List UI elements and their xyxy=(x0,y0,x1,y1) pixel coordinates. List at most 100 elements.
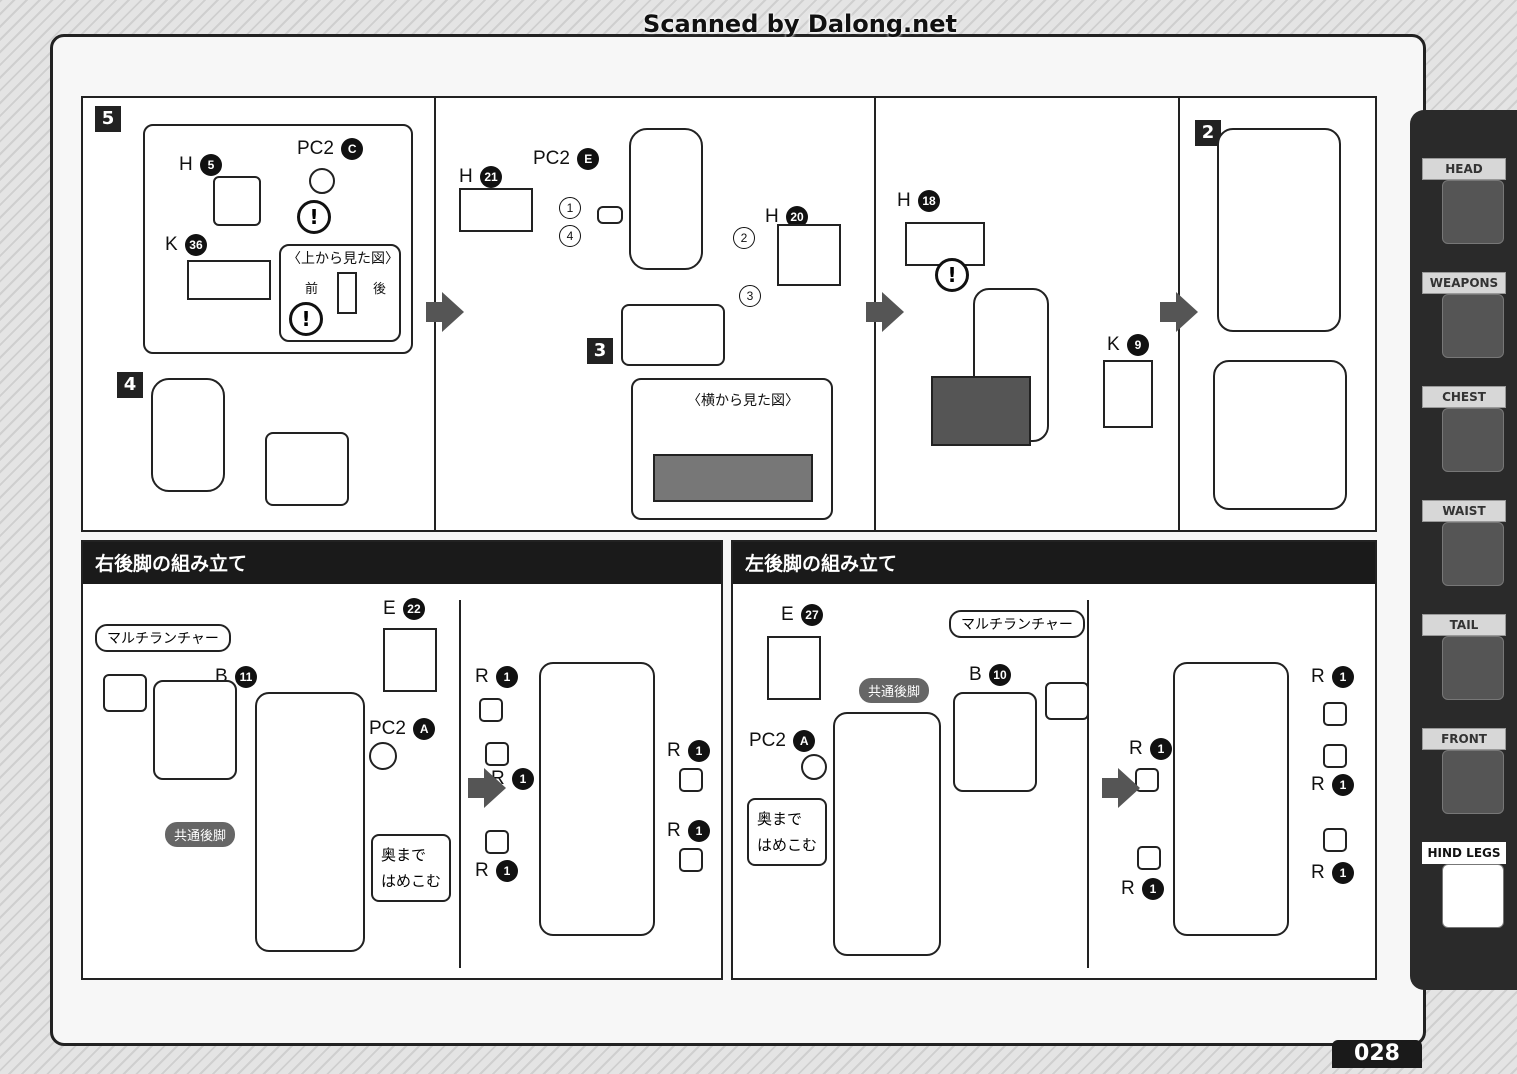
weapons-thumbnail-icon xyxy=(1442,294,1504,358)
chest-thumbnail-icon xyxy=(1442,408,1504,472)
hind-leg-drawing xyxy=(255,692,365,952)
nav-item-tail[interactable]: TAIL xyxy=(1422,614,1508,704)
warning-icon: ! xyxy=(297,200,331,234)
part-k36-drawing xyxy=(187,260,271,300)
page-number: 028 xyxy=(1332,1040,1422,1068)
arrow-right-icon xyxy=(866,292,904,332)
part-label-r1: R 1 xyxy=(667,820,711,842)
multi-launcher-tag: マルチランチャー xyxy=(95,624,231,652)
part-label-k36: K 36 xyxy=(165,234,207,256)
upper-body-drawing xyxy=(1217,128,1341,332)
step-number-2: 2 xyxy=(1195,120,1221,146)
part-h21-drawing xyxy=(459,188,533,232)
step-number-3: 3 xyxy=(587,338,613,364)
part-label-e22: E 22 xyxy=(383,598,425,620)
hip-block-drawing xyxy=(621,304,725,366)
part-label-pc2a: PC2 A xyxy=(749,730,816,752)
part-label-pc2a: PC2 A xyxy=(369,718,436,740)
sequence-1: 1 xyxy=(559,196,581,219)
sequence-3: 3 xyxy=(739,284,761,307)
part-label-r1: R 1 xyxy=(475,666,519,688)
part-label-r1: R 1 xyxy=(1129,738,1173,760)
part-r1-drawing xyxy=(485,742,509,766)
nav-item-hind-legs[interactable]: HIND LEGS xyxy=(1422,842,1508,932)
section-title: 右後脚の組み立て xyxy=(83,542,721,584)
front-legs-thumbnail-icon xyxy=(1442,750,1504,814)
step-number-5: 5 xyxy=(95,106,121,132)
section-title: 左後脚の組み立て xyxy=(733,542,1375,584)
multi-launcher-tag: マルチランチャー xyxy=(949,610,1085,638)
part-e22-drawing xyxy=(383,628,437,692)
warning-icon: ! xyxy=(935,258,969,292)
joint-assembly-drawing xyxy=(265,432,349,506)
part-b11-drawing xyxy=(153,680,237,780)
waist-thumbnail-icon xyxy=(1442,522,1504,586)
part-r1-drawing xyxy=(679,848,703,872)
assembled-leg-drawing xyxy=(1173,662,1289,936)
arrow-right-icon xyxy=(468,768,506,808)
head-thumbnail-icon xyxy=(1442,180,1504,244)
part-r1-drawing xyxy=(479,698,503,722)
part-label-r1: R 1 xyxy=(1121,878,1165,900)
part-label-pc2e: PC2 E xyxy=(533,148,600,170)
step-number-4: 4 xyxy=(117,372,143,398)
divider xyxy=(1087,600,1089,968)
multi-launcher-drawing xyxy=(103,674,147,712)
divider xyxy=(459,600,461,968)
nav-item-chest[interactable]: CHEST xyxy=(1422,386,1508,476)
part-pc2e-drawing xyxy=(597,206,623,224)
hip-block-drawing xyxy=(931,376,1031,446)
part-r1-drawing xyxy=(1323,828,1347,852)
tail-thumbnail-icon xyxy=(1442,636,1504,700)
part-h20-drawing xyxy=(777,224,841,286)
lower-body-drawing xyxy=(1213,360,1347,510)
part-label-r1: R 1 xyxy=(1311,862,1355,884)
push-in-note: 奥まではめこむ xyxy=(747,798,828,866)
part-label-r1: R 1 xyxy=(1311,774,1355,796)
part-label-pc2c: PC2 C xyxy=(297,138,364,160)
part-b10-drawing xyxy=(953,692,1037,792)
common-leg-tag: 共通後脚 xyxy=(165,822,236,847)
part-e27-drawing xyxy=(767,636,821,700)
common-leg-tag: 共通後脚 xyxy=(859,678,930,703)
hind-leg-drawing xyxy=(833,712,941,956)
nav-item-weapons[interactable]: WEAPONS xyxy=(1422,272,1508,362)
front-label: 前 xyxy=(305,281,319,296)
nav-item-front-legs[interactable]: FRONT LEGS xyxy=(1422,728,1508,818)
sequence-2: 2 xyxy=(733,226,755,249)
nav-item-head[interactable]: HEAD xyxy=(1422,158,1508,248)
part-pc2c-drawing xyxy=(309,168,335,194)
part-label-r1: R 1 xyxy=(475,860,519,882)
part-r1-drawing xyxy=(1323,702,1347,726)
nav-item-waist[interactable]: WAIST xyxy=(1422,500,1508,590)
part-label-h21: H 21 xyxy=(459,166,503,188)
push-in-note: 奥まではめこむ xyxy=(371,834,452,902)
part-label-k9: K 9 xyxy=(1107,334,1149,356)
part-k9-drawing xyxy=(1103,360,1153,428)
torso-assembly-drawing xyxy=(151,378,225,492)
part-label-h5: H 5 xyxy=(179,154,223,176)
part-pc2a-drawing xyxy=(369,742,397,770)
part-r1-drawing xyxy=(1323,744,1347,768)
part-r1-drawing xyxy=(485,830,509,854)
part-label-e27: E 27 xyxy=(781,604,823,626)
part-r1-drawing xyxy=(679,768,703,792)
right-hind-leg-panel: 右後脚の組み立て マルチランチャー B 11 E 22 PC2 A 共通後脚 奥… xyxy=(81,540,723,980)
multi-launcher-drawing xyxy=(1045,682,1089,720)
part-label-r1: R 1 xyxy=(667,740,711,762)
part-label-b10: B 10 xyxy=(969,664,1011,686)
top-view-part xyxy=(337,272,357,314)
part-r1-drawing xyxy=(1137,846,1161,870)
part-pc2a-drawing xyxy=(801,754,827,780)
warning-icon: ! xyxy=(289,302,323,336)
hind-legs-thumbnail-icon xyxy=(1442,864,1504,928)
top-view-title: 〈上から見た図〉 xyxy=(287,250,399,266)
watermark: Scanned by Dalong.net xyxy=(643,10,957,38)
arrow-right-icon xyxy=(426,292,464,332)
part-label-h20: H 20 xyxy=(765,206,809,228)
arrow-right-icon xyxy=(1160,292,1198,332)
torso-drawing xyxy=(629,128,703,270)
arrow-right-icon xyxy=(1102,768,1140,808)
assembled-leg-drawing xyxy=(539,662,655,936)
sequence-4: 4 xyxy=(559,224,581,247)
